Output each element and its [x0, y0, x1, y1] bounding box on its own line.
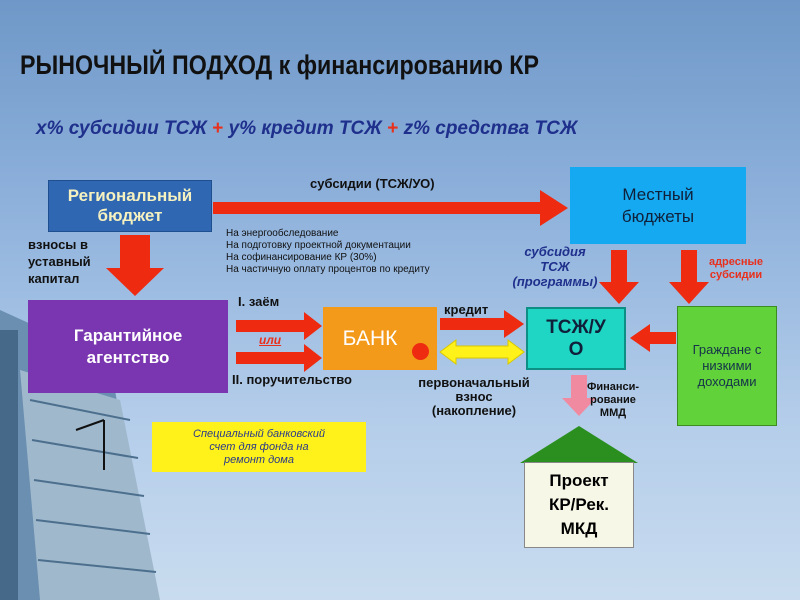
targeted-subsidies-line2: субсидии: [709, 269, 763, 281]
low-income-citizens-node: Граждане с низкими доходами: [677, 306, 777, 426]
guarantee-agency-node: Гарантийное агентство: [28, 300, 228, 393]
formula-subsidies: x% субсидии ТСЖ: [36, 118, 207, 139]
special-account-line3: ремонт дома: [224, 453, 294, 466]
arrow-bank-to-hoa: [440, 310, 524, 338]
bank-label: БАНК: [342, 326, 398, 350]
formula-credit: y% кредит ТСЖ: [228, 118, 382, 139]
guarantee-option-label: II. поручительство: [232, 372, 352, 387]
arrow-initial-payment: [439, 339, 525, 365]
subsidy-programs-line1: субсидия: [524, 244, 586, 259]
hoa-line2: О: [568, 338, 584, 360]
arrow-regional-to-local: [213, 190, 568, 226]
local-budget-node: Местный бюджеты: [570, 167, 746, 244]
project-line1: Проект: [549, 471, 609, 490]
arrow-local-to-hoa: [599, 250, 639, 304]
project-roof: [520, 426, 638, 463]
project-line2: КР/Рек.: [548, 495, 610, 514]
subsidy-purpose-item: На подготовку проектной документации: [226, 240, 411, 251]
special-account-line2: счет для фонда на: [209, 440, 309, 453]
marker-lines: [75, 419, 105, 470]
credit-label: кредит: [444, 302, 489, 317]
hoa-line1: ТСЖ/У: [546, 316, 606, 338]
initial-payment-line3: (накопление): [431, 403, 517, 418]
arrow-citizens-to-hoa: [630, 324, 676, 352]
subsidy-programs-line3: (программы): [512, 274, 598, 289]
targeted-subsidies-label: адресные субсидии: [700, 256, 772, 282]
financing-formula: x% субсидии ТСЖ + y% кредит ТСЖ + z% сре…: [36, 118, 577, 140]
citizens-line3: доходами: [697, 374, 757, 389]
regional-budget-node: Региональный бюджет: [48, 180, 212, 232]
financing-label: Финанси- рование ММД: [578, 381, 648, 420]
page-title: РЫНОЧНЫЙ ПОДХОД к финансированию КР: [20, 50, 539, 80]
bank-node: БАНК: [323, 307, 437, 370]
arrow-guarantee-to-bank: [236, 344, 322, 372]
project-line3: МКД: [560, 519, 598, 538]
contributions-line2: уставный: [28, 254, 91, 269]
guarantee-agency-line1: Гарантийное: [73, 325, 183, 345]
formula-plus-1: +: [212, 118, 224, 139]
arrow-loan-to-bank: [236, 312, 322, 340]
subsidy-programs-line2: ТСЖ: [540, 259, 570, 274]
subsidy-programs-label: субсидия ТСЖ (программы): [500, 244, 610, 289]
arrow-hoa-to-project: [562, 375, 596, 416]
subsidy-purposes-list: На энергообследование На подготовку прое…: [226, 228, 430, 276]
contributions-line1: взносы в: [28, 237, 89, 252]
local-budget-line1: Местный: [622, 184, 694, 204]
targeted-subsidies-line1: адресные: [708, 256, 764, 268]
regional-budget-line2: бюджет: [97, 206, 163, 225]
formula-own-funds: z% средства ТСЖ: [403, 118, 578, 139]
local-budget-line2: бюджеты: [621, 206, 695, 226]
bank-marker-dot: [412, 343, 429, 360]
arrow-local-to-citizens: [669, 250, 709, 304]
initial-payment-line2: взнос: [455, 389, 493, 404]
or-label: или: [259, 333, 282, 347]
guarantee-agency-line2: агентство: [86, 347, 170, 367]
financing-line3: ММД: [599, 407, 627, 419]
special-account-line1: Специальный банковский: [193, 427, 325, 440]
contributions-line3: капитал: [28, 271, 80, 286]
arrow-regional-to-guarantee: [106, 235, 164, 296]
hoa-node: ТСЖ/У О: [526, 307, 626, 370]
contributions-label: взносы в уставный капитал: [28, 236, 91, 287]
initial-payment-line1: первоначальный: [418, 375, 530, 390]
citizens-line1: Граждане с: [692, 342, 762, 357]
initial-payment-label: первоначальный взнос (накопление): [404, 376, 544, 418]
subsidy-purpose-item: На частичную оплату процентов по кредиту: [226, 264, 430, 275]
financing-line2: рование: [590, 394, 636, 406]
subsidy-purpose-item: На софинансирование КР (30%): [226, 252, 377, 263]
special-bank-account-node: Специальный банковский счет для фонда на…: [152, 422, 366, 472]
financing-line1: Финанси-: [586, 381, 640, 393]
regional-budget-line1: Региональный: [67, 186, 193, 205]
subsidy-purpose-item: На энергообследование: [226, 228, 339, 239]
loan-option-label: I. заём: [238, 294, 280, 309]
project-node: Проект КР/Рек. МКД: [524, 462, 634, 548]
citizens-line2: низкими: [702, 358, 752, 373]
subsidies-label: субсидии (ТСЖ/УО): [310, 176, 435, 191]
formula-plus-2: +: [387, 118, 399, 139]
